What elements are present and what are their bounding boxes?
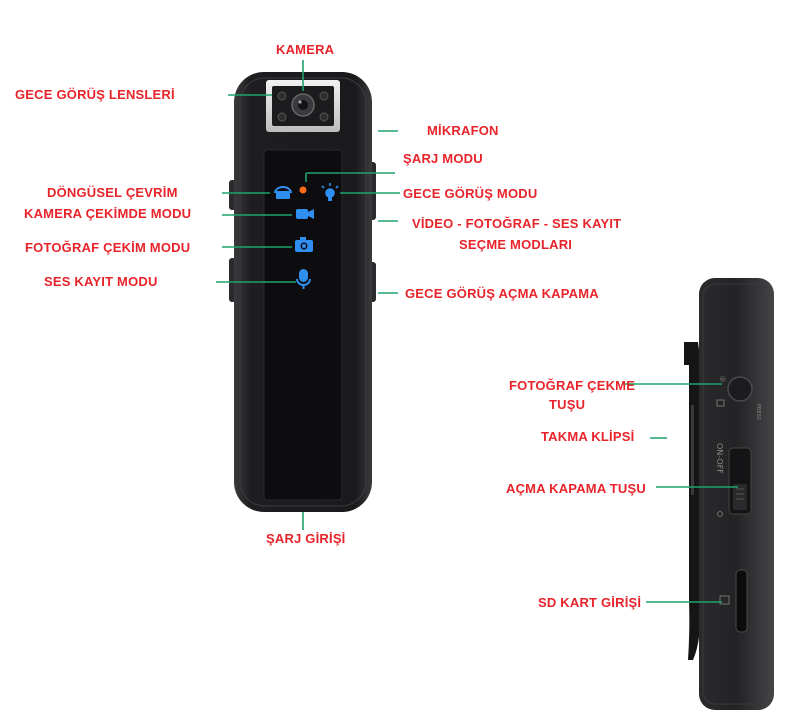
- label-sd-slot: SD KART GİRİŞİ: [538, 595, 642, 610]
- label-power-switch: AÇMA KAPAMA TUŞU: [506, 481, 646, 496]
- video-mode-icon: [296, 209, 314, 219]
- svg-text:PRESS: PRESS: [755, 404, 761, 420]
- side-device: ◎ PRESS ON-OFF: [684, 278, 774, 710]
- label-loop-recording-line1: DÖNGÜSEL ÇEVRİM: [47, 185, 178, 200]
- label-mode-select-line1: VİDEO - FOTOĞRAF - SES KAYIT: [412, 216, 622, 231]
- leader-lines: [216, 60, 738, 603]
- label-mode-select-line2: SEÇME MODLARI: [459, 237, 573, 252]
- photo-mode-icon: [295, 237, 313, 252]
- label-photo-mode: FOTOĞRAF ÇEKİM MODU: [25, 240, 191, 255]
- charge-led: [299, 186, 307, 194]
- label-shutter-line2: TUŞU: [549, 397, 586, 412]
- label-night-vision-mode: GECE GÖRÜŞ MODU: [403, 186, 538, 201]
- loop-record-icon: [274, 186, 292, 199]
- belt-clip: [684, 342, 701, 660]
- label-belt-clip: TAKMA KLİPSİ: [541, 429, 635, 444]
- label-kamera: KAMERA: [276, 42, 335, 57]
- label-loop-recording-line2: KAMERA ÇEKİMDE MODU: [24, 206, 192, 221]
- night-vision-lens: [277, 91, 287, 101]
- front-device: [229, 72, 376, 512]
- label-night-vision-toggle: GECE GÖRÜŞ AÇMA KAPAMA: [405, 286, 599, 301]
- label-charge-port: ŞARJ GİRİŞİ: [266, 531, 346, 546]
- front-panel: [263, 149, 343, 501]
- label-audio-mode: SES KAYIT MODU: [44, 274, 158, 289]
- night-vision-lens: [319, 91, 329, 101]
- mic-icon: [296, 269, 311, 289]
- label-charge-mode: ŞARJ MODU: [403, 151, 483, 166]
- sd-card-slot: [735, 569, 748, 633]
- on-off-text: ON-OFF: [715, 443, 724, 474]
- night-vision-lens: [277, 112, 287, 122]
- label-night-vision-lenses: GECE GÖRÜŞ LENSLERİ: [15, 87, 175, 102]
- photo-shutter-button: [727, 376, 753, 402]
- label-shutter-line1: FOTOĞRAF ÇEKME: [509, 378, 636, 393]
- svg-text:◎: ◎: [719, 376, 727, 382]
- night-vision-lens: [319, 112, 329, 122]
- label-microphone: MİKRAFON: [427, 123, 499, 138]
- night-vision-icon: [321, 183, 339, 201]
